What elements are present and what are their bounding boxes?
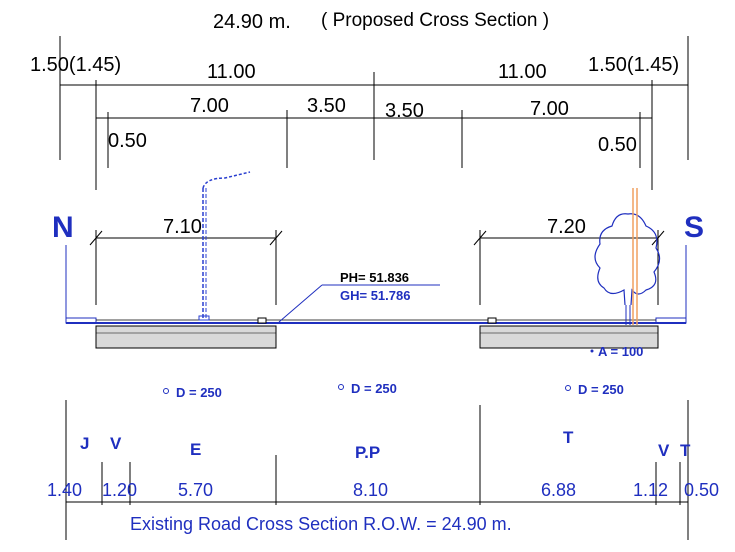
pipe-left-label: D = 250 xyxy=(176,385,222,400)
zone-t-right: T xyxy=(680,441,691,460)
pipe-circle-icon xyxy=(565,385,571,391)
existing-dim-5: 6.88 xyxy=(541,480,576,500)
edge-right-dim: 0.50 xyxy=(598,134,637,156)
existing-dim-1: 1.40 xyxy=(47,480,82,500)
pipe-circle-icon xyxy=(163,388,169,394)
slab-dimension-lines xyxy=(89,230,665,305)
half-right-dim: 11.00 xyxy=(498,61,547,83)
a-value-label: A = 100 xyxy=(598,344,643,359)
elevation-leader xyxy=(278,284,440,323)
lane-left-dim: 7.00 xyxy=(190,95,229,117)
zone-pp: P.P xyxy=(355,443,380,462)
overall-width-label: 24.90 m. xyxy=(213,11,291,33)
lane-mid-left-dim: 3.50 xyxy=(307,95,346,117)
existing-dim-6: 1.12 xyxy=(633,480,668,500)
pipe-right-label: D = 250 xyxy=(578,382,624,397)
existing-dimension-lines xyxy=(65,400,689,540)
zone-j: J xyxy=(80,434,89,453)
north-marker: N xyxy=(52,211,74,244)
lane-right-dim: 7.00 xyxy=(530,98,569,120)
existing-dim-7: 0.50 xyxy=(684,480,719,500)
half-left-dim: 11.00 xyxy=(207,61,256,83)
pipe-circle-icon xyxy=(338,384,344,390)
a-point-icon xyxy=(590,349,594,353)
left-slab xyxy=(95,325,277,349)
road-section xyxy=(65,245,687,349)
existing-dim-4: 8.10 xyxy=(353,480,388,500)
zone-t-mid: T xyxy=(563,428,574,447)
outer-right-dim: 1.50(1.45) xyxy=(588,54,679,76)
tree-icon xyxy=(594,213,661,325)
right-slab xyxy=(479,325,659,349)
existing-caption: Existing Road Cross Section R.O.W. = 24.… xyxy=(130,514,512,534)
width-left-dim: 7.10 xyxy=(163,216,202,238)
zone-v-right: V xyxy=(658,441,670,460)
proposed-dimension-lines xyxy=(59,36,689,190)
zone-e: E xyxy=(190,440,201,459)
edge-left-dim: 0.50 xyxy=(108,130,147,152)
pipe-middle-label: D = 250 xyxy=(351,381,397,396)
south-marker: S xyxy=(684,211,704,244)
width-right-dim: 7.20 xyxy=(547,216,586,238)
outer-left-dim: 1.50(1.45) xyxy=(30,54,121,76)
lane-mid-right-dim: 3.50 xyxy=(385,100,424,122)
street-lamp-icon xyxy=(198,171,251,321)
zone-v-left: V xyxy=(110,434,122,453)
ph-elevation: PH= 51.836 xyxy=(340,270,409,285)
utility-pole-icon xyxy=(632,188,638,325)
gh-elevation: GH= 51.786 xyxy=(340,288,410,303)
existing-dim-2: 1.20 xyxy=(102,480,137,500)
proposed-caption: ( Proposed Cross Section ) xyxy=(321,10,549,31)
existing-dim-3: 5.70 xyxy=(178,480,213,500)
